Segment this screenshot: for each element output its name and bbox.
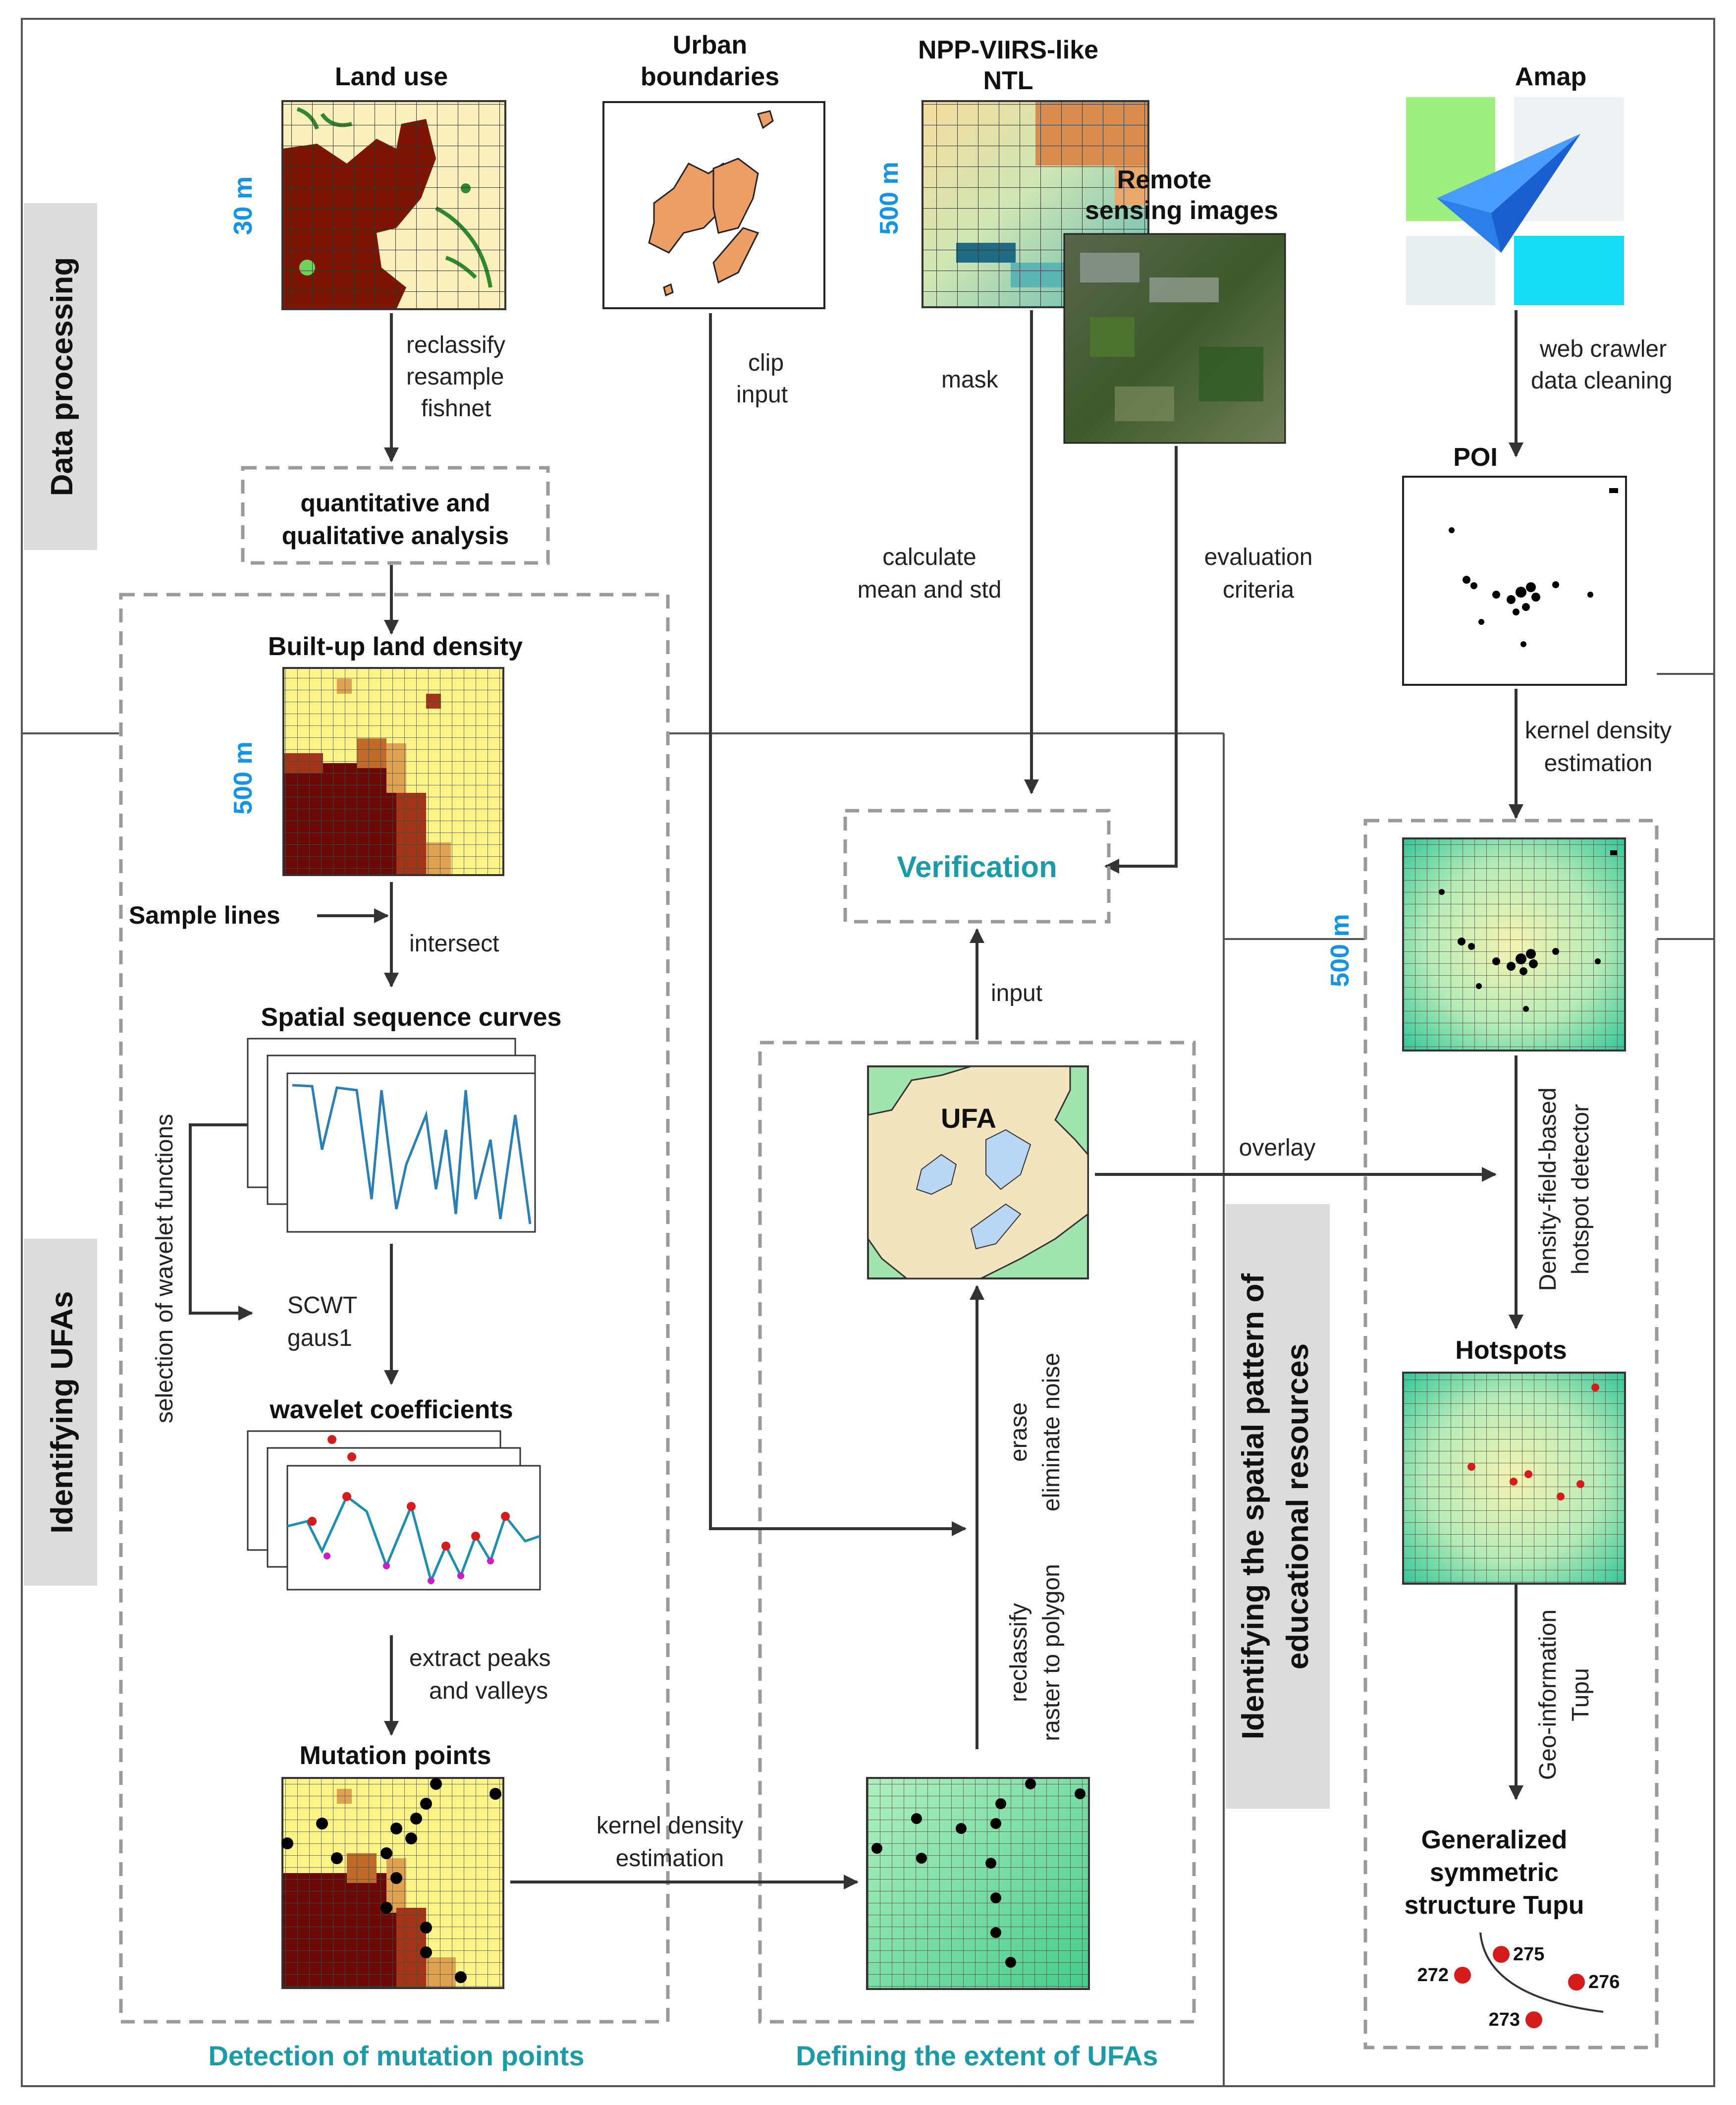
extract-label-1: extract peaks	[409, 1645, 550, 1671]
section-identifying-ufas	[24, 1239, 97, 1586]
step-input-up: input	[991, 980, 1042, 1006]
land-use-map	[281, 100, 506, 310]
tupu-point-275: 275	[1513, 1944, 1544, 1965]
mutation-title: Mutation points	[299, 1741, 491, 1770]
defining-group-frame	[758, 1041, 1196, 2024]
spatial-group-frame	[1363, 819, 1659, 2050]
builtup-title: Built-up land density	[268, 632, 523, 661]
tupu-title-2: symmetric	[1430, 1858, 1559, 1887]
calc-label-1: calculate	[882, 544, 976, 570]
verification-label: Verification	[897, 850, 1057, 884]
hotspot-det-label-2: hotspot detector	[1568, 1104, 1594, 1274]
ufa-label: UFA	[941, 1103, 996, 1134]
qa-label-1: quantitative and	[300, 489, 490, 517]
arrow-wavelet-selection	[189, 1123, 253, 1321]
tupu-title-1: Generalized	[1421, 1826, 1568, 1854]
wavelet-coefficients	[247, 1430, 541, 1591]
paper-plane-icon	[1437, 134, 1580, 253]
reclass-label-1: reclassify	[1006, 1603, 1032, 1702]
section-spatial-pattern-line2: educational resources	[1281, 1343, 1315, 1669]
tupu-point-272: 272	[1417, 1965, 1449, 1986]
coeffs-title: wavelet coefficients	[269, 1395, 513, 1424]
erase-label-2: eliminate noise	[1038, 1353, 1065, 1511]
reclass-label-2: raster to polygon	[1038, 1564, 1065, 1741]
extract-label-2: and valleys	[429, 1678, 548, 1704]
step-input: input	[736, 382, 788, 408]
ntl-title-1: NPP-VIIRS-like	[918, 36, 1098, 64]
step-resample: resample	[406, 364, 504, 390]
crawler-label-1: web crawler	[1539, 336, 1667, 362]
builtup-resolution: 500 m	[229, 741, 258, 814]
step-intersect: intersect	[409, 931, 499, 957]
kde2-label-2: estimation	[616, 1845, 724, 1872]
step-fishnet: fishnet	[421, 395, 491, 422]
ntl-resolution: 500 m	[875, 162, 904, 234]
amap-title: Amap	[1515, 62, 1586, 91]
kde-label-1: kernel density	[1525, 718, 1672, 744]
geo-label-2: Tupu	[1568, 1668, 1594, 1721]
arrow-urban-clip	[709, 313, 967, 1536]
eval-label-1: evaluation	[1204, 544, 1313, 570]
wavelet-selection-label: selection of wavelet functions	[152, 1114, 178, 1423]
density-resolution: 500 m	[1326, 914, 1355, 987]
curves-title: Spatial sequence curves	[261, 1003, 562, 1032]
overlay-label: overlay	[1239, 1135, 1316, 1161]
outer-frame	[21, 18, 1715, 2087]
poi-title: POI	[1453, 443, 1498, 472]
amap-logo-icon	[1406, 97, 1624, 305]
spatial-sequence-curves	[247, 1038, 536, 1233]
rs-image	[1063, 233, 1286, 444]
land-use-resolution: 30 m	[229, 176, 258, 235]
section-identifying-ufas-label: Identifying UFAs	[45, 1291, 79, 1533]
ntl-map	[922, 100, 1149, 308]
mutation-density-map	[866, 1777, 1090, 1990]
footer-defining: Defining the extent of UFAs	[796, 2040, 1158, 2071]
step-mask: mask	[941, 367, 999, 393]
urban-boundaries-map	[602, 101, 825, 309]
eval-label-2: criteria	[1223, 577, 1294, 603]
tupu-point-276: 276	[1588, 1972, 1620, 1993]
builtup-density-map	[282, 667, 504, 876]
tupu-title-3: structure Tupu	[1404, 1891, 1584, 1920]
rs-title-2: sensing images	[1085, 196, 1278, 225]
section-spatial-pattern	[1226, 1204, 1330, 1809]
qa-box	[241, 466, 550, 565]
tupu-point-273: 273	[1489, 2009, 1520, 2030]
scwt-label-1: SCWT	[287, 1292, 357, 1319]
kde2-label-1: kernel density	[597, 1813, 743, 1839]
calc-label-2: mean and std	[858, 577, 1002, 603]
arrow-rs-to-verification	[1104, 446, 1178, 874]
footer-detection: Detection of mutation points	[208, 2040, 584, 2071]
sample-lines-label: Sample lines	[129, 901, 280, 929]
step-clip: clip	[748, 350, 784, 376]
crawler-label-2: data cleaning	[1531, 368, 1673, 394]
hotspots-title: Hotspots	[1455, 1336, 1567, 1365]
poi-map	[1402, 476, 1627, 686]
section-spatial-pattern-line1: Identifying the spatial pattern of	[1236, 1273, 1270, 1739]
step-reclassify: reclassify	[406, 332, 505, 358]
ufa-map	[867, 1065, 1089, 1279]
land-use-title: Land use	[335, 62, 448, 91]
urban-boundaries-title-2: boundaries	[641, 62, 779, 91]
tupu-plot	[1454, 1932, 1604, 2028]
scwt-label-2: gaus1	[287, 1325, 352, 1351]
erase-label-1: erase	[1006, 1402, 1032, 1462]
qa-label-2: qualitative analysis	[282, 522, 509, 550]
geo-label-1: Geo-information	[1535, 1609, 1561, 1780]
verification-box	[843, 809, 1111, 924]
detection-group-frame	[119, 593, 670, 2024]
hotspot-det-label-1: Density-field-based	[1535, 1088, 1561, 1291]
urban-boundaries-title-1: Urban	[673, 31, 747, 59]
section-data-processing-label: Data processing	[45, 257, 79, 496]
rs-title-1: Remote	[1117, 166, 1212, 194]
poi-density-map	[1402, 837, 1626, 1052]
hotspots-map	[1402, 1372, 1626, 1585]
mutation-points-map	[281, 1777, 504, 1989]
kde-label-2: estimation	[1544, 750, 1653, 776]
ntl-title-2: NTL	[983, 66, 1033, 95]
section-data-processing	[24, 203, 97, 550]
